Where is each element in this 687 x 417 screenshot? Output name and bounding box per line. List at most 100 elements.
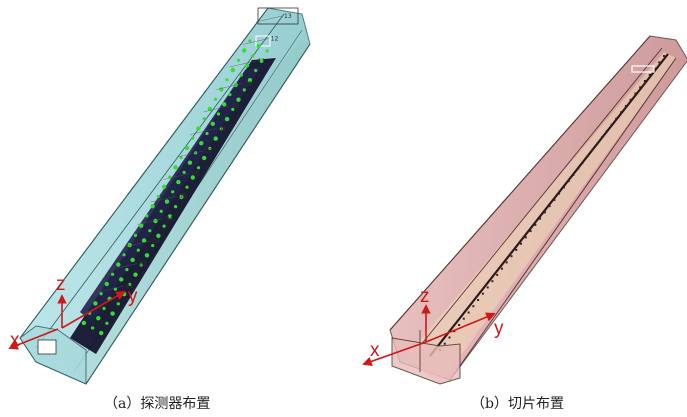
- detector-label: 12: [271, 36, 279, 43]
- detector-dot: [136, 248, 140, 252]
- detector-dot: [236, 58, 241, 62]
- slice-marker: [534, 223, 537, 226]
- detector-dot: [247, 78, 253, 83]
- detector-dot: [93, 301, 98, 306]
- axis-label-x-a: x: [10, 330, 20, 351]
- axis-label-z-a: z: [56, 274, 66, 295]
- slice-marker: [643, 80, 646, 82]
- slice-marker: [634, 92, 637, 95]
- detector-dot: [159, 209, 163, 213]
- slice-edge-left: [389, 35, 651, 331]
- detector-dot: [122, 253, 126, 257]
- slice-marker: [496, 273, 499, 276]
- slice-marker: [586, 155, 589, 158]
- detector-dot: [248, 39, 252, 43]
- detector-dot: [213, 136, 218, 141]
- slice-marker: [567, 180, 570, 183]
- detector-points: [81, 39, 269, 336]
- detector-dot: [99, 292, 103, 296]
- detector-dot: [148, 229, 152, 233]
- slice-marker: [558, 192, 561, 195]
- detector-dot: [216, 112, 221, 116]
- train-body-upper: [80, 66, 262, 322]
- detector-leader-line: [242, 38, 269, 45]
- axis-label-z-b: z: [420, 286, 430, 307]
- detector-dot: [239, 73, 243, 77]
- detector-dot: [164, 199, 170, 204]
- slice-marker: [591, 148, 594, 151]
- detector-dot: [219, 87, 224, 92]
- tunnel-edge-left: [19, 7, 269, 339]
- detector-leader-line: [124, 240, 151, 248]
- detector-label: 01: [126, 283, 134, 290]
- detector-leader-line: [176, 150, 204, 158]
- detector-leader-line: [229, 60, 256, 68]
- detector-dot: [231, 107, 235, 111]
- detector-dot: [144, 253, 150, 258]
- detector-dot: [256, 43, 261, 49]
- detector-label: 07: [205, 148, 213, 155]
- detector-dot: [127, 242, 132, 248]
- slice-marker: [648, 73, 651, 76]
- detector-dot: [265, 49, 269, 53]
- detector-dot: [102, 306, 106, 311]
- slice-marker: [543, 211, 546, 214]
- detector-leader-line: [111, 263, 138, 270]
- detector-dot: [150, 204, 155, 209]
- slice-marker: [491, 280, 494, 283]
- detector-dot: [105, 321, 109, 325]
- detector-leader-line: [203, 105, 230, 113]
- slice-marker: [610, 123, 613, 126]
- detector-dot: [230, 67, 235, 73]
- axis-x-arrow-a: [8, 328, 59, 350]
- axis-y-arrow-b: [425, 312, 496, 343]
- slice-marker: [572, 173, 575, 176]
- detector-dot: [205, 131, 209, 136]
- slice-marker: [615, 117, 618, 120]
- slice-marker: [596, 142, 599, 145]
- detector-dot: [185, 185, 189, 189]
- tunnel-edge-mid: [35, 13, 285, 349]
- far-end-box: [257, 7, 299, 25]
- detector-dot: [173, 165, 178, 170]
- slice-marker: [462, 317, 465, 320]
- slice-marker: [624, 105, 627, 107]
- panel-b-slice-layout: x z y: [362, 35, 687, 385]
- detector-leader-line: [190, 128, 217, 135]
- detector-dot: [242, 48, 247, 53]
- slice-marker: [486, 286, 489, 289]
- detector-dot: [156, 194, 160, 199]
- detector-dot: [251, 54, 255, 58]
- detector-label: 13: [284, 13, 292, 20]
- detector-dot: [99, 330, 104, 336]
- caption-a: （a）探测器布置: [104, 396, 211, 412]
- axis-x-arrow-b: [362, 341, 427, 366]
- detector-label: 06: [192, 171, 200, 178]
- detector-dot: [244, 63, 250, 68]
- slice-marker: [553, 198, 556, 201]
- caption-b: （b）切片布置: [471, 396, 564, 412]
- detector-dot: [81, 320, 87, 326]
- slice-marker: [443, 342, 446, 345]
- detector-label: 03: [152, 238, 160, 245]
- detector-dot: [184, 145, 190, 151]
- slice-marker: [467, 311, 470, 314]
- detector-leader-line: [97, 285, 125, 293]
- slice-marker: [481, 292, 484, 295]
- slice-edge-right: [449, 57, 677, 381]
- slice-marker: [620, 111, 623, 114]
- detector-dot: [202, 117, 206, 121]
- detector-dot: [191, 136, 195, 140]
- detector-dot: [156, 233, 161, 238]
- slice-edge-mid: [419, 47, 663, 347]
- detector-dot: [96, 316, 101, 321]
- detector-leader-line: [163, 173, 190, 180]
- detector-dot: [219, 127, 223, 131]
- detector-dot: [202, 155, 207, 161]
- detector-dot: [116, 302, 120, 306]
- far-end-detail: [255, 35, 271, 47]
- axis-label-x-b: x: [370, 340, 380, 361]
- detector-dot: [187, 160, 193, 165]
- detector-dot: [179, 194, 184, 200]
